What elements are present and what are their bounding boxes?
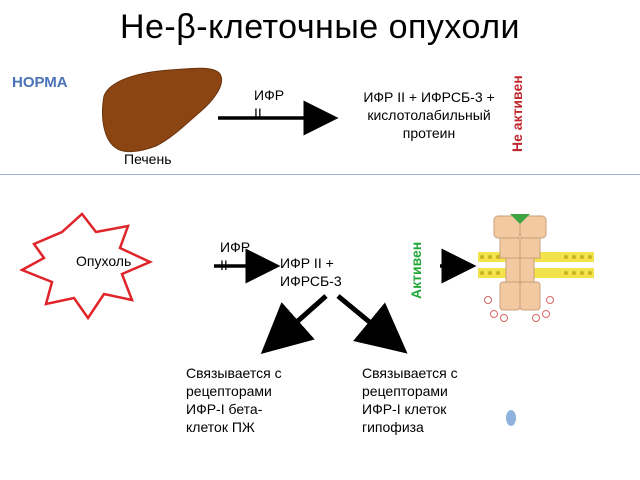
liver-label: Печень <box>124 151 172 167</box>
section-divider <box>0 174 640 175</box>
liver-icon <box>102 67 222 153</box>
inactive-status: Не активен <box>509 75 525 153</box>
branch-arrow-left <box>260 294 328 354</box>
tumor-complex-label: ИФР II + ИФРСБ-3 <box>280 255 342 289</box>
outcome-beta-cells: Связывается с рецепторами ИФР-I бета-кле… <box>186 365 282 435</box>
tumor-secreted-label: ИФР II <box>220 239 251 273</box>
tumor-label: Опухоль <box>76 253 132 269</box>
active-status: Активен <box>408 241 424 299</box>
page-title: Не-β-клеточные опухоли <box>119 8 521 46</box>
norm-complex-label: ИФР II + ИФРСБ-3 + кислотолабильный прот… <box>363 89 495 141</box>
norm-label: НОРМА <box>12 74 68 91</box>
branch-arrow-right <box>336 294 408 354</box>
receptor-icon <box>478 214 594 322</box>
norm-secreted-label: ИФР II <box>254 87 285 121</box>
outcome-pituitary: Связывается с рецепторами ИФР-I клеток г… <box>362 365 458 435</box>
tumor-burst-icon <box>19 212 154 321</box>
decorative-dot <box>506 410 516 426</box>
